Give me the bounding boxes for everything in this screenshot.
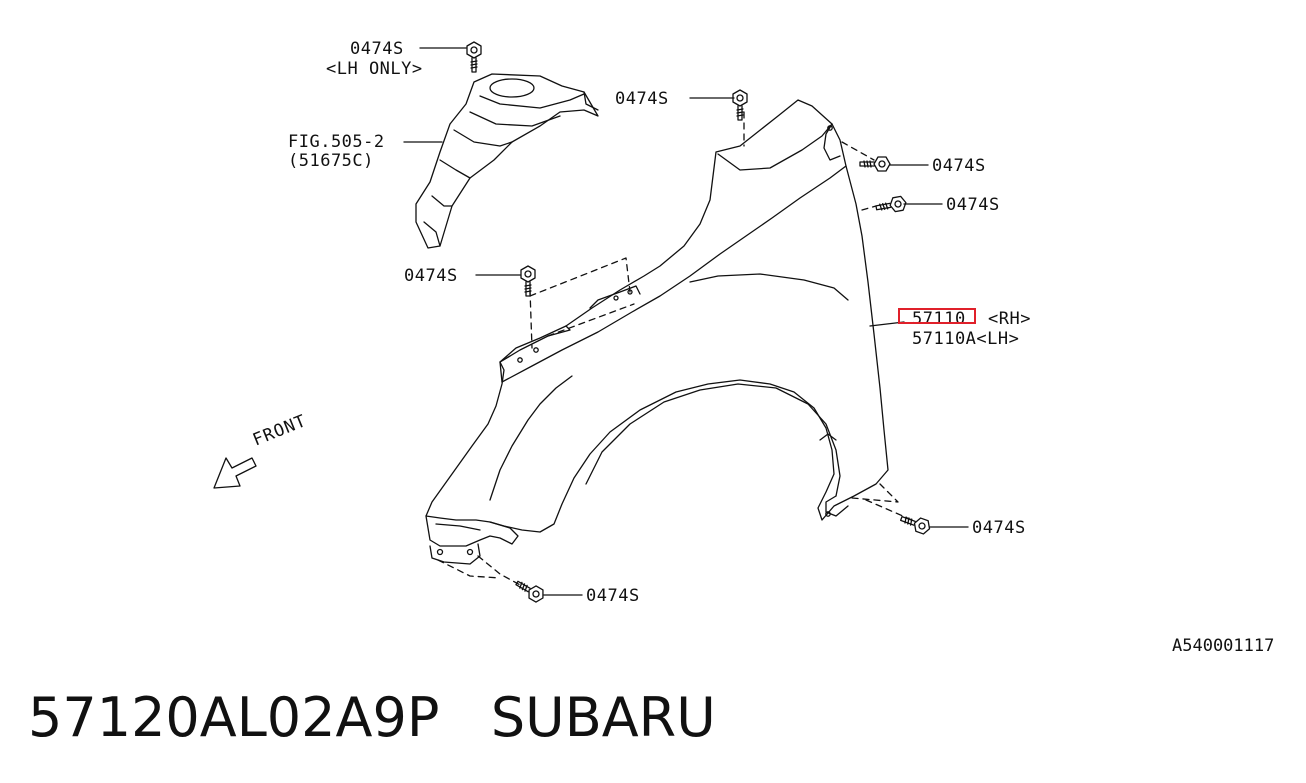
bolts [466,41,931,603]
callout-fig-part: (51675C) [288,151,374,171]
callout-bottom-bolt: 0474S [586,586,640,606]
footer-brand: SUBARU [490,686,716,749]
fender-panel [425,99,889,565]
front-arrow-icon [213,457,257,489]
callout-upper-right-bolt-2: 0474S [946,195,1000,215]
callout-mid-left-bolt: 0474S [404,266,458,286]
leader-lines [403,47,969,596]
footer-title: 57120AL02A9P SUBARU [28,686,716,749]
highlight-box [898,308,976,324]
splash-shield [415,73,599,249]
fender-drawing [213,41,969,603]
callout-upper-right-bolt-1: 0474S [932,156,986,176]
image-code: A540001117 [1172,636,1275,656]
callout-fig-ref: FIG.505-2 [288,132,385,152]
callout-lower-right-bolt: 0474S [972,518,1026,538]
parts-diagram: 0474S <LH ONLY> FIG.505-2 (51675C) 0474S… [213,39,1031,606]
callout-lh-only: <LH ONLY> [326,59,423,79]
callout-top-bolt-lh: 0474S [350,39,404,59]
callout-part-lh: 57110A<LH> [912,329,1020,349]
callout-top-bolt-fender: 0474S [615,89,669,109]
callout-part-rh-side: <RH> [988,309,1031,329]
footer-part-number: 57120AL02A9P [28,686,440,749]
callout-part-rh-number: 57110 [912,309,966,329]
dashed-lines [437,111,913,587]
